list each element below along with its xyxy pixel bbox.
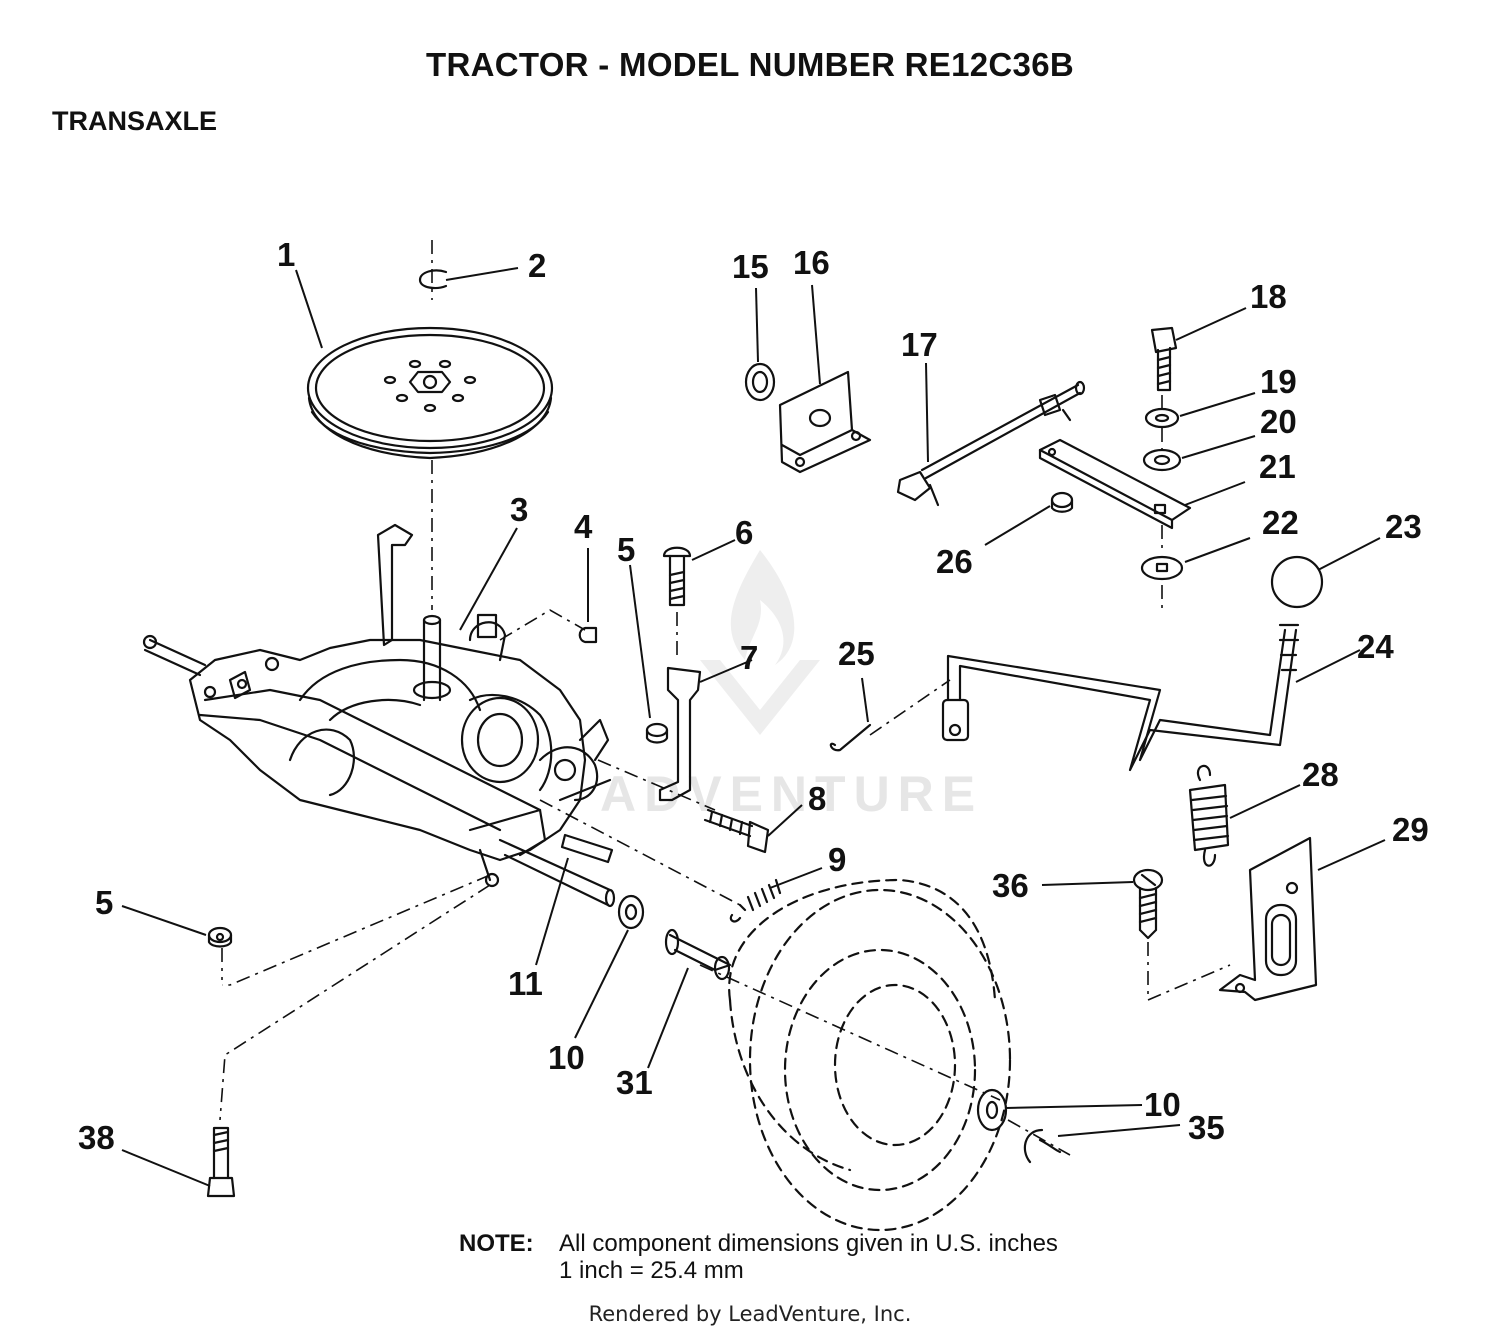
callout-35: 35: [1188, 1109, 1225, 1146]
callout-5: 5: [617, 531, 635, 568]
part-cotter-pin: [829, 723, 872, 752]
part-lock-nut: [1050, 491, 1074, 513]
part-transaxle: [142, 523, 616, 908]
callout-16: 16: [793, 244, 830, 281]
part-hex-bolt: [1150, 326, 1178, 392]
callout-31: 31: [616, 1064, 653, 1101]
part-washer-19: [1144, 407, 1180, 429]
callout-26: 26: [936, 543, 973, 580]
part-key: [578, 626, 598, 644]
callout-11: 11: [508, 965, 543, 1002]
watermark-text: ADVENTURE: [600, 766, 984, 822]
part-screw: [1132, 868, 1164, 940]
part-pulley: [306, 326, 554, 460]
part-wheel: [728, 878, 1012, 1232]
callout-6: 6: [735, 514, 753, 551]
callout-17: 17: [901, 326, 938, 363]
watermark-logo: [700, 550, 820, 735]
callout-4: 4: [574, 508, 593, 545]
part-washer-outer: [976, 1088, 1008, 1132]
leader-lines: [121, 267, 1386, 1187]
note-line-2: 1 inch = 25.4 mm: [559, 1257, 744, 1284]
callout-19: 19: [1260, 363, 1297, 400]
callout-8: 8: [808, 780, 826, 817]
dimensions-note: NOTE: All component dimensions given in U…: [459, 1230, 1058, 1284]
callout-23: 23: [1385, 508, 1422, 545]
callout-28: 28: [1302, 756, 1339, 793]
callout-18: 18: [1250, 278, 1287, 315]
part-e-clip: [1023, 1128, 1062, 1164]
part-pivot-bracket: [778, 370, 872, 474]
callout-7: 7: [740, 639, 758, 676]
callout-2: 2: [528, 247, 546, 284]
part-nut-left: [207, 926, 233, 948]
callout-38: 38: [78, 1119, 115, 1156]
footer-credit: Rendered by LeadVenture, Inc.: [588, 1302, 912, 1326]
part-clip: [418, 269, 448, 290]
callout-22: 22: [1262, 504, 1299, 541]
callout-25: 25: [838, 635, 875, 672]
part-mounting-bracket: [1218, 836, 1318, 1002]
part-washer-20: [1142, 448, 1182, 472]
part-knob: [1270, 555, 1324, 609]
assembly-lines: [219, 240, 1231, 1156]
part-shift-lever: [941, 623, 1300, 772]
callout-5-left: 5: [95, 884, 113, 921]
part-shift-plate: [1038, 438, 1192, 530]
callout-9: 9: [828, 841, 846, 878]
part-washer: [617, 894, 645, 930]
callout-36: 36: [992, 867, 1029, 904]
note-label: NOTE:: [459, 1230, 534, 1257]
diagram-title: TRACTOR - MODEL NUMBER RE12C36B: [426, 46, 1074, 83]
part-washer-22: [1140, 555, 1184, 581]
part-bolt: [703, 808, 770, 854]
callout-10-right: 10: [1144, 1086, 1181, 1123]
callout-21: 21: [1259, 448, 1296, 485]
callout-20: 20: [1260, 403, 1297, 440]
callout-labels: 1 2 3 4 5 5 6 7 8 9 10 10 11 15 16 17 18…: [78, 236, 1429, 1156]
callout-10: 10: [548, 1039, 585, 1076]
callout-15: 15: [732, 248, 769, 285]
part-spring: [729, 878, 782, 923]
part-extension-spring: [1188, 764, 1230, 867]
callout-29: 29: [1392, 811, 1429, 848]
part-nut: [645, 722, 669, 744]
part-shoulder-bolt: [206, 1126, 236, 1198]
callout-1: 1: [277, 236, 295, 273]
callout-24: 24: [1357, 628, 1394, 665]
callout-3: 3: [510, 491, 528, 528]
part-bracket: [658, 666, 702, 802]
part-washer-15: [744, 362, 776, 402]
part-carriage-bolt: [662, 546, 692, 607]
section-title: TRANSAXLE: [52, 106, 218, 136]
note-line-1: All component dimensions given in U.S. i…: [559, 1230, 1058, 1257]
part-shift-rod: [896, 380, 1086, 507]
part-spacer: [664, 928, 732, 981]
part-square-key: [560, 833, 614, 864]
